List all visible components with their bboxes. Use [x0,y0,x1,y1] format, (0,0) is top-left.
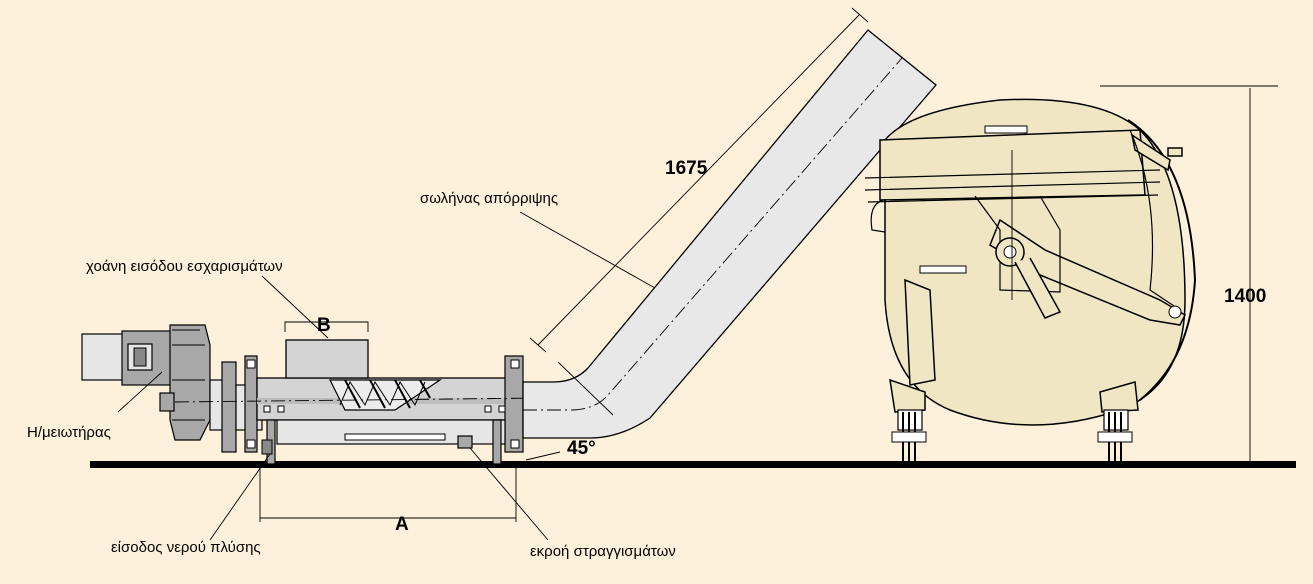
waste-bin [864,98,1197,462]
dimension-lines [259,7,1278,522]
discharge-pipe-label: σωλήνας απόρριψης [420,190,558,207]
angle-dimension: 45° [567,438,596,459]
dimension-a: A [395,514,409,535]
motor-label: Η/μειωτήρας [27,424,111,441]
drain-outlet-label: εκροή στραγγισμάτων [530,543,676,560]
wash-water-inlet-label: είσοδος νερού πλύσης [111,539,261,556]
hopper-body [285,339,369,379]
ground-line [90,461,1296,468]
discharge-pipe [522,29,937,439]
screw-trough [174,339,546,465]
leader-lines [117,211,656,541]
bin-height-dimension: 1400 [1224,286,1266,307]
dimension-b: B [317,315,331,336]
pipe-length-dimension: 1675 [665,158,708,179]
hopper-label: χοάνη εισόδου εσχαρισμάτων [86,258,283,275]
